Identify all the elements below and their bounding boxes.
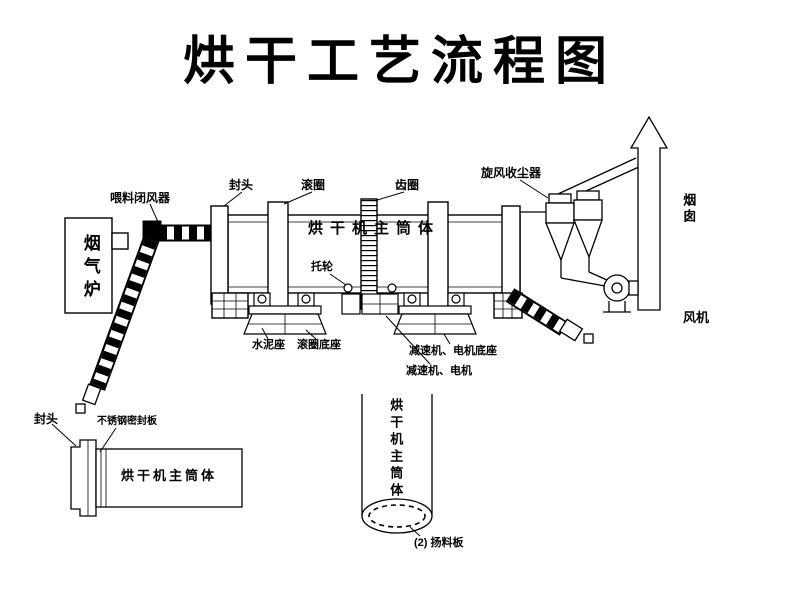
fan-label: 风机 [683, 310, 710, 325]
chimney-label: 烟囱 [681, 193, 697, 225]
ring-base-label: 滚圈底座 [297, 339, 341, 351]
head-detail-shape [70, 439, 243, 517]
furnace-label: 烟气炉 [80, 234, 100, 303]
discharge-conveyor-shape [505, 288, 594, 344]
page-title: 烘干工艺流程图 [182, 34, 617, 91]
support-bases-shape [243, 283, 477, 335]
feed-conveyor-shape [75, 220, 214, 414]
cylinder-detail-label: 烘干机主筒体 [120, 468, 217, 483]
head-top-label: 封头 [229, 178, 254, 192]
furnace-shape [64, 217, 129, 314]
rolling-ring-label: 滚圈 [301, 178, 326, 192]
main-cylinder-label: 烘干机主筒体 [308, 220, 441, 237]
reducer-motor-base-label: 减速机、电机底座 [409, 345, 497, 357]
head-detail-label: 封头 [34, 412, 59, 426]
cyclone-shape [520, 157, 642, 287]
cylinder-section-shape [361, 394, 433, 534]
feeder-valve-label: 喂料闭风器 [110, 191, 171, 205]
seal-plate-label: 不锈钢密封板 [97, 416, 157, 427]
cylinder-section-label: 烘干机主筒体 [388, 398, 404, 500]
lifting-plate-label: (2) 扬料板 [414, 537, 464, 549]
cement-base-label: 水泥座 [252, 339, 285, 351]
support-roller-label: 托轮 [311, 261, 333, 273]
reducer-motor-label: 减速机、电机 [406, 365, 472, 377]
leader-lines [51, 179, 549, 537]
fan-chimney-shape [603, 115, 669, 313]
gear-ring-label: 齿圈 [395, 178, 420, 192]
cyclone-label: 旋风收尘器 [481, 166, 542, 180]
dryer-body-shape [210, 198, 523, 319]
